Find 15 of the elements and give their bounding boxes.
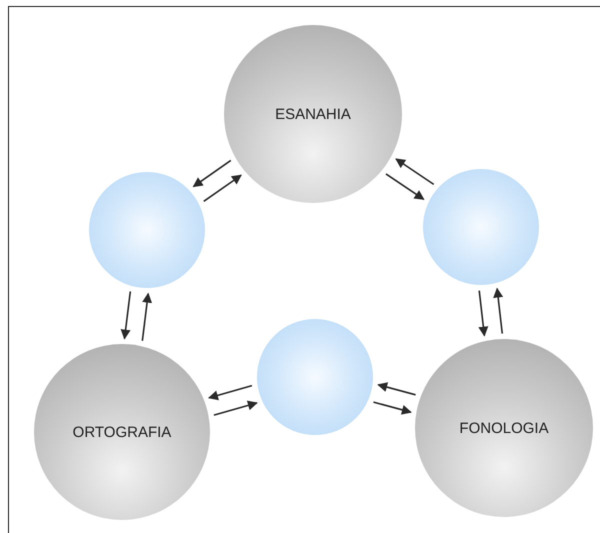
- arrow: [142, 292, 152, 341]
- arrow: [395, 158, 434, 186]
- arrow: [214, 400, 258, 416]
- arrow: [203, 174, 242, 202]
- circle-label: ESANAHIA: [275, 106, 351, 122]
- arrow: [478, 290, 488, 337]
- arrow: [192, 160, 232, 188]
- arrow: [386, 173, 425, 200]
- arrow: [120, 291, 132, 340]
- arrow: [493, 288, 504, 334]
- circle-label: FONOLOGIA: [459, 420, 549, 436]
- circle-label: ORTOGRAFIA: [72, 424, 172, 440]
- arrow: [208, 384, 252, 400]
- arrow: [373, 401, 412, 415]
- arrow: [377, 382, 416, 396]
